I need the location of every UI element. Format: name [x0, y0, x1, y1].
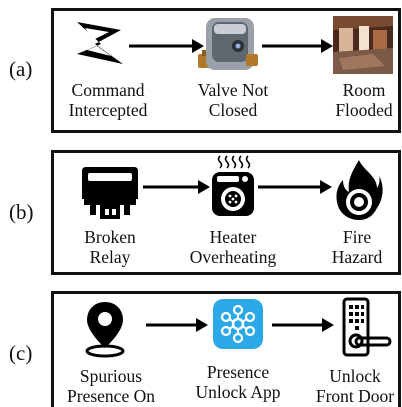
caption-a-1-line1: Command [71, 80, 145, 100]
caption-c-3-line2: Front Door [315, 386, 395, 406]
caption-c-2-line2: Unlock App [195, 382, 281, 402]
caption-b-3-line1: Fire [342, 227, 372, 247]
caption-a-2-line1: Valve Not [197, 80, 269, 100]
caption-c-1-line1: Spurious [79, 366, 143, 386]
caption-a-2: Valve Not Closed [176, 80, 290, 120]
caption-b-3: Fire Hazard [312, 227, 402, 267]
caption-a-2-line2: Closed [208, 100, 258, 120]
smartapp-icon [213, 299, 263, 349]
caption-c-2: Presence Unlock App [180, 362, 296, 402]
location-pin-icon [85, 302, 125, 358]
caption-c-2-line1: Presence [206, 362, 270, 382]
panel-a-label: (a) [9, 57, 33, 81]
caption-b-3-line2: Hazard [331, 247, 383, 267]
caption-b-2-line2: Overheating [189, 247, 277, 267]
caption-a-1: Command Intercepted [46, 80, 170, 120]
caption-c-1: Spurious Presence On [54, 366, 168, 406]
door-lock-icon [342, 297, 392, 357]
caption-c-3: Unlock Front Door [308, 366, 402, 406]
caption-b-1: Broken Relay [62, 227, 158, 267]
caption-b-1-line1: Broken [84, 227, 136, 247]
relay-icon [82, 167, 138, 219]
caption-a-1-line2: Intercepted [68, 100, 148, 120]
caption-a-3: Room Flooded [312, 80, 402, 120]
fire-hazard-icon [336, 160, 383, 220]
caption-a-3-line1: Room [342, 80, 386, 100]
caption-b-1-line2: Relay [89, 247, 131, 267]
caption-c-3-line1: Unlock [329, 366, 381, 386]
panel-c-label: (c) [9, 341, 33, 365]
caption-b-2: Heater Overheating [174, 227, 292, 267]
water-valve-icon [198, 18, 258, 70]
caption-b-2-line1: Heater [209, 227, 257, 247]
panel-b-label: (b) [9, 200, 34, 224]
caption-a-3-line2: Flooded [335, 100, 393, 120]
intercept-lightning-icon [77, 22, 123, 64]
flooded-room-icon [333, 16, 393, 74]
caption-c-1-line2: Presence On [67, 386, 155, 406]
heater-icon [212, 155, 254, 216]
